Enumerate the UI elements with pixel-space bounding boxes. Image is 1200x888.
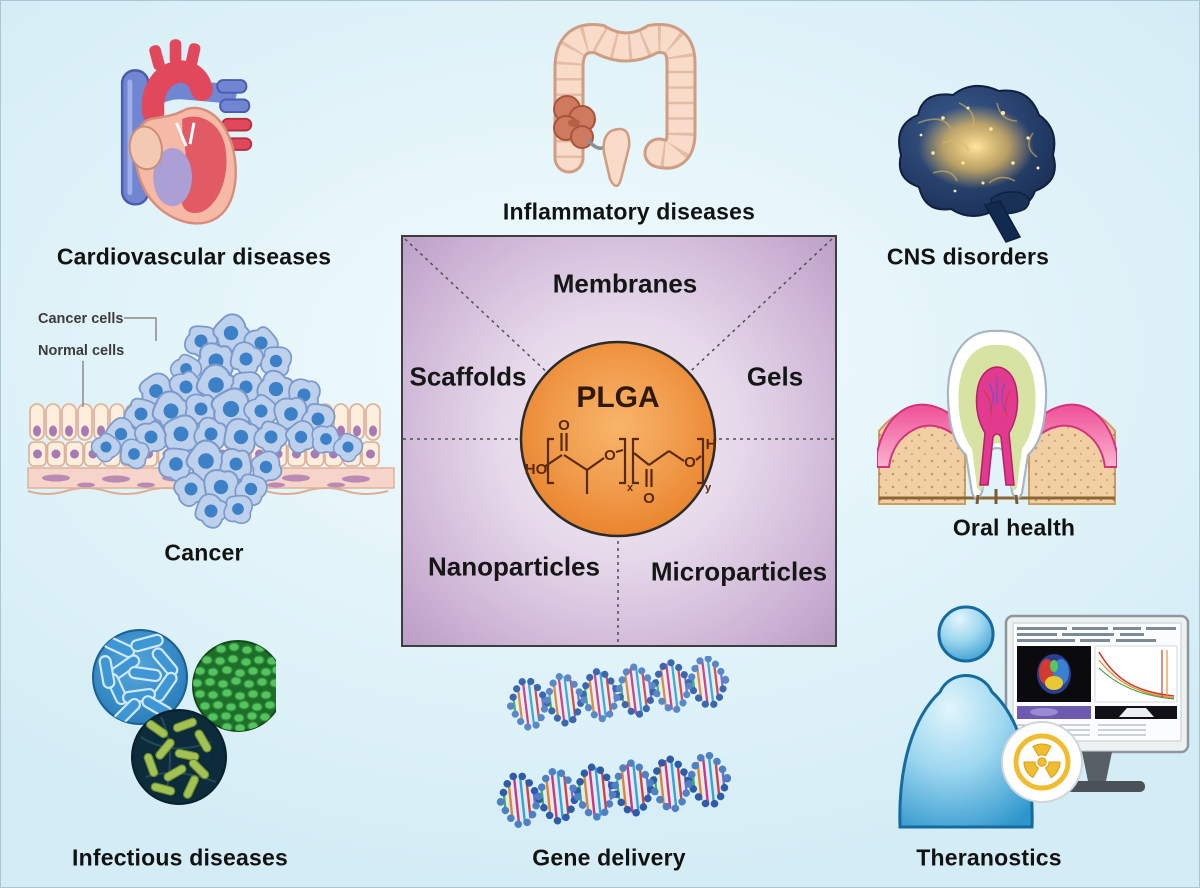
normal-cells-annotation: Normal cells (38, 343, 124, 359)
plga-circle (519, 340, 717, 538)
label-cardiovascular-diseases: Cardiovascular diseases (56, 243, 332, 270)
brain-illustration (873, 63, 1073, 243)
cancer-cells-annotation: Cancer cells (38, 311, 123, 327)
radiation-badge (1001, 721, 1083, 803)
plga-label: PLGA (576, 381, 659, 414)
brain-graphic (898, 84, 1056, 243)
dna-strand-top (508, 656, 729, 730)
dna-strand-bottom (498, 753, 730, 827)
label-oral-health: Oral health (952, 514, 1076, 541)
label-cancer: Cancer (164, 539, 244, 566)
dose-chart-panel (1094, 645, 1178, 703)
label-scaffolds: Scaffolds (409, 361, 527, 392)
label-cns-disorders: CNS disorders (886, 243, 1050, 270)
tooth-illustration (877, 301, 1117, 506)
atom-o-carbonyl-2: O (643, 490, 655, 507)
label-membranes: Membranes (552, 268, 698, 299)
label-nanoparticles: Nanoparticles (428, 551, 600, 582)
bacteria-illustration (81, 617, 276, 829)
atom-o-ester-1: O (604, 447, 616, 464)
label-gene-delivery: Gene delivery (532, 844, 686, 871)
brain-glow (918, 105, 1034, 189)
heart-graphic (120, 39, 253, 225)
plga-panel-graphic: PLGA HO O (403, 238, 834, 642)
atom-o-carbonyl-1: O (558, 417, 570, 434)
plga-chemical-structure: HO O O O O H x y (525, 417, 717, 507)
colon-illustration (541, 13, 731, 203)
atom-o-ester-2: O (684, 454, 696, 471)
brainstem (983, 200, 1022, 243)
label-inflammatory-diseases: Inflammatory diseases (502, 198, 756, 225)
colon-graphic (553, 23, 697, 188)
cancer-graphic: Cancer cells Normal cells (27, 308, 395, 533)
atom-ho: HO (525, 461, 548, 478)
dna-graphic (496, 656, 766, 841)
radiation-icon (1021, 743, 1063, 780)
label-gels: Gels (746, 361, 804, 392)
cancer-cells-leader-line (124, 317, 157, 341)
cancer-cell-mass (87, 308, 368, 533)
plga-formulations-panel: PLGA HO O (401, 235, 837, 647)
theranostics-illustration (894, 594, 1194, 829)
cancer-illustration: Cancer cells Normal cells (26, 299, 396, 534)
aorta (142, 60, 213, 124)
monitor-stand (1082, 752, 1112, 781)
dna-illustration (496, 656, 766, 841)
atom-h: H (706, 436, 717, 453)
tooth-graphic (877, 329, 1117, 505)
tooth-cross-section (946, 329, 1048, 505)
subscript-y: y (705, 482, 712, 494)
theranostics-graphic (898, 605, 1190, 829)
label-infectious-diseases: Infectious diseases (72, 844, 288, 871)
label-microparticles: Microparticles (650, 556, 828, 587)
heart-illustration (93, 29, 258, 234)
bacteria-graphic (92, 629, 276, 805)
label-theranostics: Theranostics (916, 844, 1062, 871)
rectum (602, 127, 631, 188)
subscript-x: x (627, 482, 634, 494)
